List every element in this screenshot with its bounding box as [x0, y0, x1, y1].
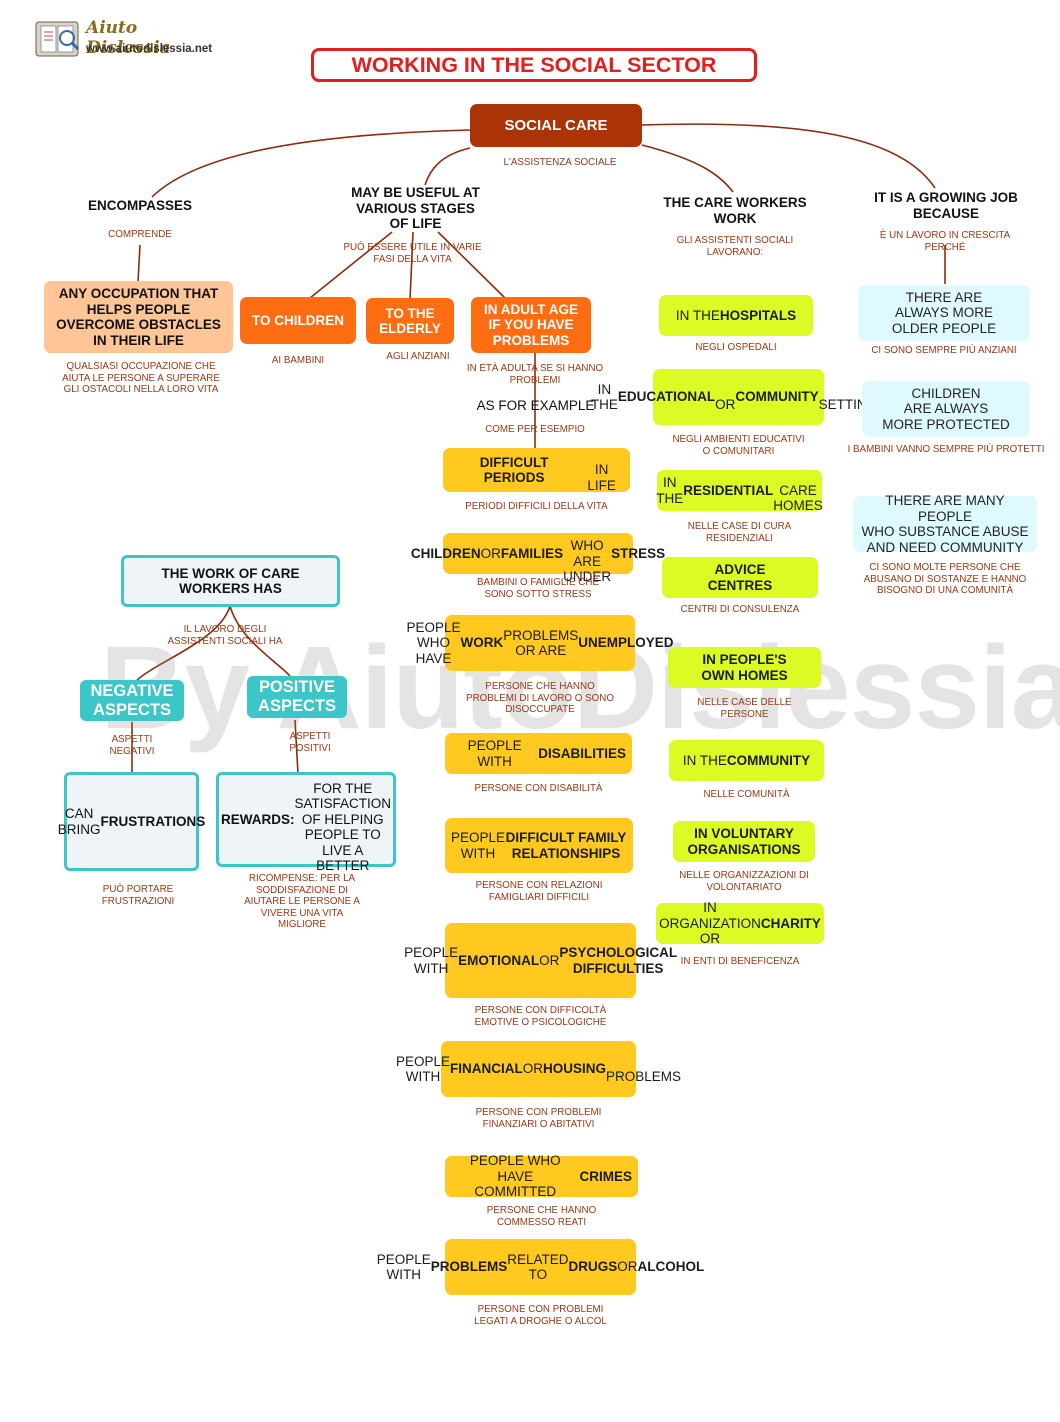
- workplace-translation: NELLE CASE DI CURA RESIDENZIALI: [687, 521, 792, 544]
- example-translation: BAMBINI O FAMIGLIE CHE SONO SOTTO STRESS: [477, 577, 599, 600]
- encompasses-label: ENCOMPASSES: [87, 198, 193, 213]
- any-occupation-translation: QUALSIASI OCCUPAZIONE CHE AIUTA LE PERSO…: [62, 361, 220, 395]
- growing-label: IT IS A GROWING JOB BECAUSE: [874, 190, 1018, 221]
- work-node: THE WORK OF CARE WORKERS HAS: [121, 555, 340, 607]
- example-translation: PERSONE CON RELAZIONI FAMIGLIARI DIFFICI…: [475, 880, 603, 903]
- logo-name: Aiuto Dislessia: [86, 18, 171, 58]
- growing-translation: È UN LAVORO IN CRESCITA PERCHÉ: [879, 230, 1011, 253]
- as-for-example-translation: COME PER ESEMPIO: [485, 424, 585, 435]
- stages-label: MAY BE USEFUL AT VARIOUS STAGES OF LIFE: [351, 185, 480, 231]
- example-translation: PERSONE CON PROBLEMI LEGATI A DROGHE O A…: [474, 1304, 607, 1327]
- reason-translation: CI SONO MOLTE PERSONE CHE ABUSANO DI SOS…: [863, 562, 1027, 596]
- to-elderly-box: TO THE ELDERLY: [366, 298, 454, 344]
- to-children-translation: AI BAMBINI: [271, 355, 325, 366]
- root-translation: L'ASSISTENZA SOCIALE: [503, 157, 617, 168]
- encompasses-translation: COMPRENDE: [108, 229, 172, 240]
- rewards-translation: RICOMPENSE: PER LA SODDISFAZIONE DI AIUT…: [244, 873, 360, 930]
- rewards-box: REWARDS:FOR THE SATISFACTION OF HELPING …: [216, 772, 396, 873]
- workplace-translation: NELLE ORGANIZZAZIONI DI VOLONTARIATO: [679, 870, 809, 893]
- workplace-translation: NEGLI OSPEDALI: [695, 342, 777, 353]
- any-occupation-box: ANY OCCUPATION THAT HELPS PEOPLE OVERCOM…: [44, 281, 233, 353]
- to-children-box: TO CHILDREN: [240, 297, 356, 344]
- to-elderly-translation: AGLI ANZIANI: [386, 351, 450, 362]
- workplace-translation: NEGLI AMBIENTI EDUCATIVI O COMUNITARI: [672, 434, 805, 457]
- logo-url: www.aiutodislessia.net: [86, 43, 213, 55]
- example-translation: PERSONE CON DIFFICOLTÀ EMOTIVE O PSICOLO…: [474, 1005, 607, 1028]
- workplace-translation: IN ENTI DI BENEFICENZA: [680, 956, 800, 967]
- negative-aspects-translation: ASPETTI NEGATIVI: [109, 734, 155, 757]
- workplace-translation: NELLE COMUNITÀ: [703, 789, 790, 800]
- as-for-example-label: AS FOR EXAMPLE: [476, 398, 595, 413]
- root-node: SOCIAL CARE: [470, 104, 642, 147]
- positive-aspects-box: POSITIVE ASPECTS: [247, 676, 347, 718]
- frustrations-box: CAN BRING FRUSTRATIONS: [58, 772, 205, 871]
- example-translation: PERSONE CON PROBLEMI FINANZIARI O ABITAT…: [475, 1107, 602, 1130]
- page-title: WORKING IN THE SOCIAL SECTOR: [311, 48, 757, 82]
- negative-aspects-box: NEGATIVE ASPECTS: [80, 680, 184, 721]
- positive-aspects-translation: ASPETTI POSITIVI: [289, 731, 331, 754]
- adult-age-box: IN ADULT AGE IF YOU HAVE PROBLEMS: [471, 297, 591, 353]
- frustrations-translation: PUÒ PORTARE FRUSTRAZIONI: [101, 884, 175, 907]
- workplace-translation: NELLE CASE DELLE PERSONE: [697, 697, 792, 720]
- logo[interactable]: Aiuto Dislessia www.aiutodislessia.net: [34, 16, 224, 62]
- workers-label: THE CARE WORKERS WORK: [663, 195, 807, 226]
- adult-age-translation: IN ETÀ ADULTA SE SI HANNO PROBLEMI: [466, 363, 604, 386]
- example-translation: PERSONE CON DISABILITÀ: [474, 783, 603, 794]
- workplace-translation: CENTRI DI CONSULENZA: [680, 604, 800, 615]
- reason-translation: I BAMBINI VANNO SEMPRE PIÙ PROTETTI: [847, 444, 1045, 455]
- workers-translation: GLI ASSISTENTI SOCIALI LAVORANO:: [676, 235, 794, 258]
- book-icon: [35, 21, 80, 57]
- example-translation: PERSONE CHE HANNO COMMESSO REATI: [486, 1205, 597, 1228]
- example-translation: PERSONE CHE HANNO PROBLEMI DI LAVORO O S…: [466, 681, 614, 715]
- reason-translation: CI SONO SEMPRE PIÙ ANZIANI: [871, 345, 1017, 356]
- example-translation: PERIODI DIFFICILI DELLA VITA: [465, 501, 608, 512]
- stages-translation: PUÒ ESSERE UTILE IN VARIE FASI DELLA VIT…: [343, 242, 482, 265]
- work-translation: IL LAVORO DEGLI ASSISTENTI SOCIALI HA: [167, 624, 283, 647]
